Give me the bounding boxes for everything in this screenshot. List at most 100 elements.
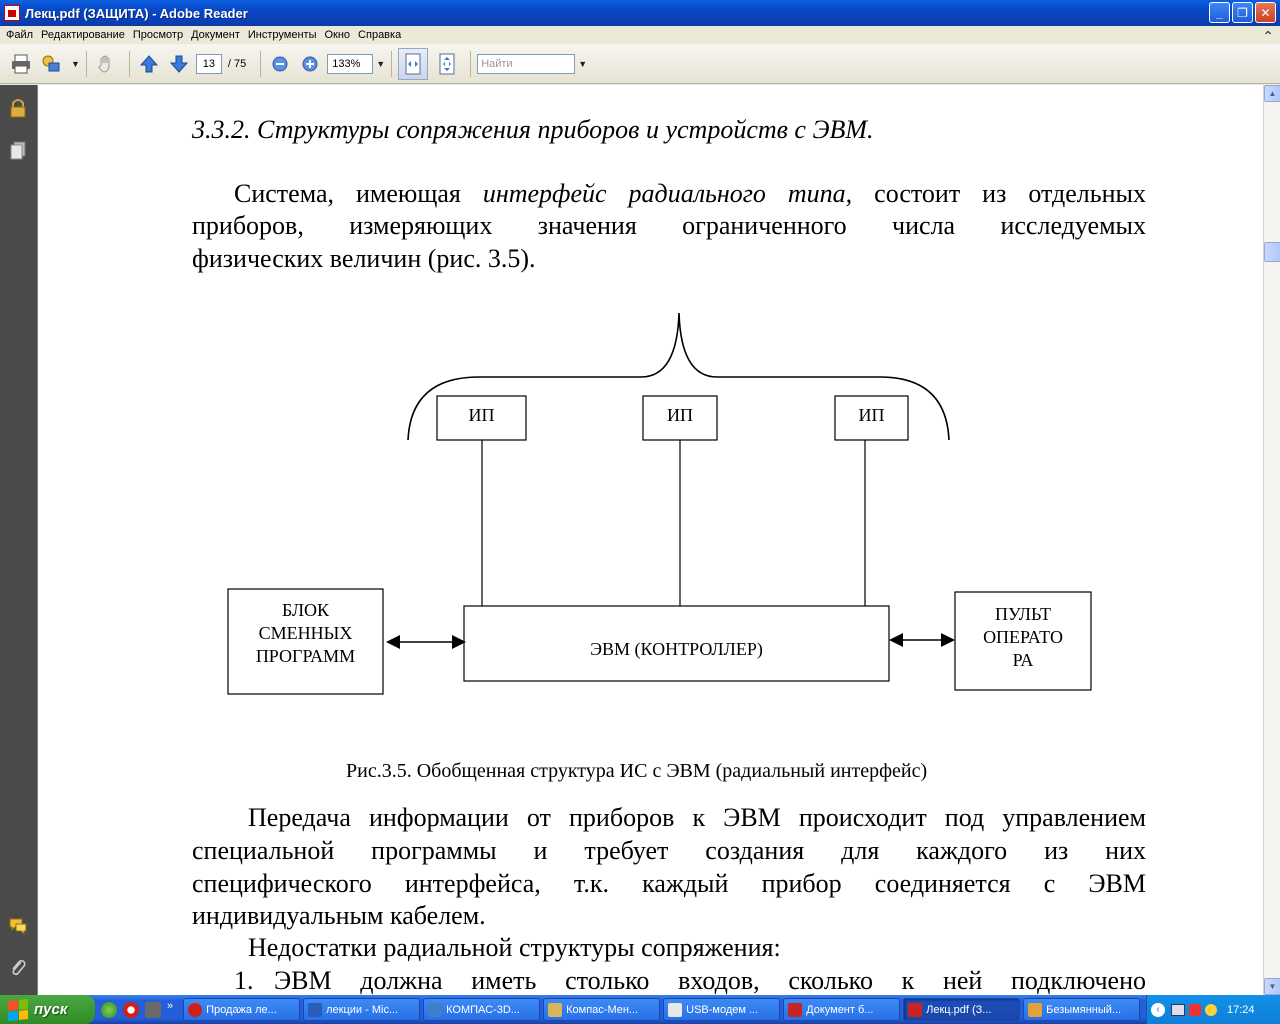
paragraph-2-line-4: индивидуальным кабелем.: [192, 901, 486, 930]
collapse-arrow-icon[interactable]: ⌃: [1262, 28, 1274, 44]
menu-file[interactable]: Файл: [6, 29, 34, 41]
zoom-out-button[interactable]: [267, 51, 293, 77]
start-label: пуск: [34, 1001, 68, 1018]
diagram-brace: [407, 312, 950, 441]
menu-document[interactable]: Документ: [191, 29, 240, 41]
evm-box: [463, 605, 890, 682]
ip-label-2: ИП: [667, 405, 693, 425]
usb-modem-icon: [668, 1002, 683, 1017]
paragraph-1-line-2: приборов, измеряющих значения ограниченн…: [192, 211, 1146, 240]
taskbar-item-label: лекции - Mic...: [326, 1003, 399, 1016]
navigation-panel: [0, 85, 37, 995]
menu-bar: Файл Редактирование Просмотр Документ Ин…: [0, 26, 1280, 44]
page-number-input[interactable]: 13: [195, 53, 222, 74]
ip-box-3: [834, 395, 909, 441]
title-bar: Лекц.pdf (ЗАЩИТА) - Adobe Reader _ ❐ ✕: [0, 0, 1280, 26]
find-dropdown-icon[interactable]: ▼: [578, 58, 588, 69]
clock[interactable]: 17:24: [1227, 1003, 1255, 1016]
taskbar-item-kompas-menu[interactable]: Компас-Мен...: [543, 998, 661, 1021]
taskbar-item-label: Продажа ле...: [206, 1003, 277, 1016]
printer-icon: [12, 54, 30, 73]
taskbar-item-label: Лекц.pdf (З...: [926, 1003, 992, 1016]
next-page-button[interactable]: [166, 51, 192, 77]
hand-icon: [98, 55, 110, 73]
tray-expand-icon[interactable]: ‹: [1151, 1002, 1165, 1017]
taskbar-item-paint[interactable]: Безымянный...: [1023, 998, 1141, 1021]
taskbar-item-usb-modem[interactable]: USB-модем ...: [663, 998, 781, 1021]
tray-messenger-icon[interactable]: [1205, 1003, 1217, 1016]
arrow-down-icon: [169, 55, 189, 73]
toolbar-separator: [128, 50, 130, 77]
scroll-up-arrow-icon: ▲: [1268, 89, 1277, 98]
collaborate-icon: [42, 55, 60, 71]
find-input[interactable]: Найти: [477, 53, 576, 74]
window-controls: _ ❐ ✕: [1209, 2, 1276, 23]
collaborate-dropdown-icon[interactable]: ▼: [71, 58, 80, 69]
quick-launch: »: [95, 999, 179, 1018]
close-button[interactable]: ✕: [1255, 2, 1276, 23]
menu-help[interactable]: Справка: [358, 29, 402, 41]
taskbar-item-word[interactable]: лекции - Mic...: [303, 998, 421, 1021]
tray-antivirus-icon[interactable]: [1189, 1003, 1201, 1016]
taskbar-item-kompas[interactable]: КОМПАС-3D...: [423, 998, 541, 1021]
taskbar-item-opera[interactable]: Продажа ле...: [183, 998, 301, 1021]
quick-launch-more-icon[interactable]: »: [167, 999, 174, 1012]
maximize-button[interactable]: ❐: [1232, 2, 1253, 23]
taskbar-buttons: Продажа ле... лекции - Mic... КОМПАС-3D.…: [183, 998, 1143, 1021]
print-button[interactable]: [8, 51, 34, 77]
left-arrow-head-left: [386, 635, 400, 649]
para1-line1-em: интерфейс радиального типа,: [482, 179, 853, 208]
hand-tool-button[interactable]: [93, 51, 119, 77]
taskbar-item-document[interactable]: Документ б...: [783, 998, 901, 1021]
taskbar-item-label: Документ б...: [806, 1003, 874, 1016]
section-heading: 3.3.2. Структуры сопряжения приборов и у…: [192, 115, 874, 144]
menu-tools[interactable]: Инструменты: [247, 29, 317, 41]
scroll-down-button[interactable]: ▼: [1264, 978, 1280, 995]
start-button[interactable]: пуск: [0, 995, 95, 1024]
minimize-button[interactable]: _: [1209, 2, 1230, 23]
windows-logo-icon: [8, 998, 28, 1021]
radial-interface-diagram: [227, 312, 1092, 695]
menu-view[interactable]: Просмотр: [132, 29, 184, 41]
fit-width-button[interactable]: [398, 47, 429, 80]
paragraph-2-line-3: специфического интерфейса, т.к. каждый п…: [192, 869, 1146, 898]
paint-icon: [1028, 1002, 1043, 1017]
arrow-up-icon: [139, 54, 159, 72]
pult-label-line-1: ПУЛЬТ: [995, 604, 1051, 624]
zoom-level-select[interactable]: 133%: [327, 53, 374, 74]
fit-page-button[interactable]: [434, 51, 460, 77]
fit-page-icon: [439, 53, 455, 74]
quick-launch-browser-icon[interactable]: [101, 1001, 117, 1018]
document-view[interactable]: 3.3.2. Структуры сопряжения приборов и у…: [37, 85, 1263, 995]
pult-box: [954, 591, 1092, 691]
comments-icon[interactable]: [8, 915, 28, 937]
pult-label-line-3: РА: [1012, 650, 1034, 670]
page-total: / 75: [227, 57, 247, 70]
pult-label-line-2: ОПЕРАТО: [983, 627, 1063, 647]
zoom-in-button[interactable]: [297, 51, 323, 77]
paragraph-3: Недостатки радиальной структуры сопряжен…: [248, 933, 781, 962]
block-box: [227, 588, 384, 695]
quick-launch-app-icon[interactable]: [145, 1001, 161, 1018]
taskbar-item-pdf-active[interactable]: Лекц.pdf (З...: [903, 998, 1021, 1021]
taskbar: пуск » Продажа ле... лекции - Mic... КОМ…: [0, 995, 1280, 1024]
pages-icon[interactable]: [8, 140, 28, 162]
zoom-dropdown-icon[interactable]: ▼: [376, 58, 386, 69]
scroll-thumb[interactable]: [1264, 242, 1280, 262]
attachment-paperclip-icon[interactable]: [8, 957, 28, 979]
paragraph-1-line-3: физических величин (рис. 3.5).: [192, 244, 536, 273]
document-icon: [788, 1002, 803, 1017]
previous-page-button[interactable]: [136, 51, 162, 77]
para1-line1-b: состоит из отдельных: [852, 179, 1146, 208]
vertical-scrollbar[interactable]: ▲ ▼: [1263, 85, 1280, 995]
collaborate-button[interactable]: [38, 51, 64, 77]
menu-edit[interactable]: Редактирование: [41, 29, 125, 41]
toolbar-separator: [391, 50, 393, 77]
ip-box-2: [642, 395, 718, 441]
lock-icon[interactable]: [8, 97, 28, 119]
tray-network-icon[interactable]: [1171, 1003, 1185, 1016]
taskbar-item-label: Безымянный...: [1046, 1003, 1122, 1016]
scroll-up-button[interactable]: ▲: [1264, 85, 1280, 102]
menu-window[interactable]: Окно: [324, 29, 351, 41]
quick-launch-opera-icon[interactable]: [123, 1001, 139, 1018]
